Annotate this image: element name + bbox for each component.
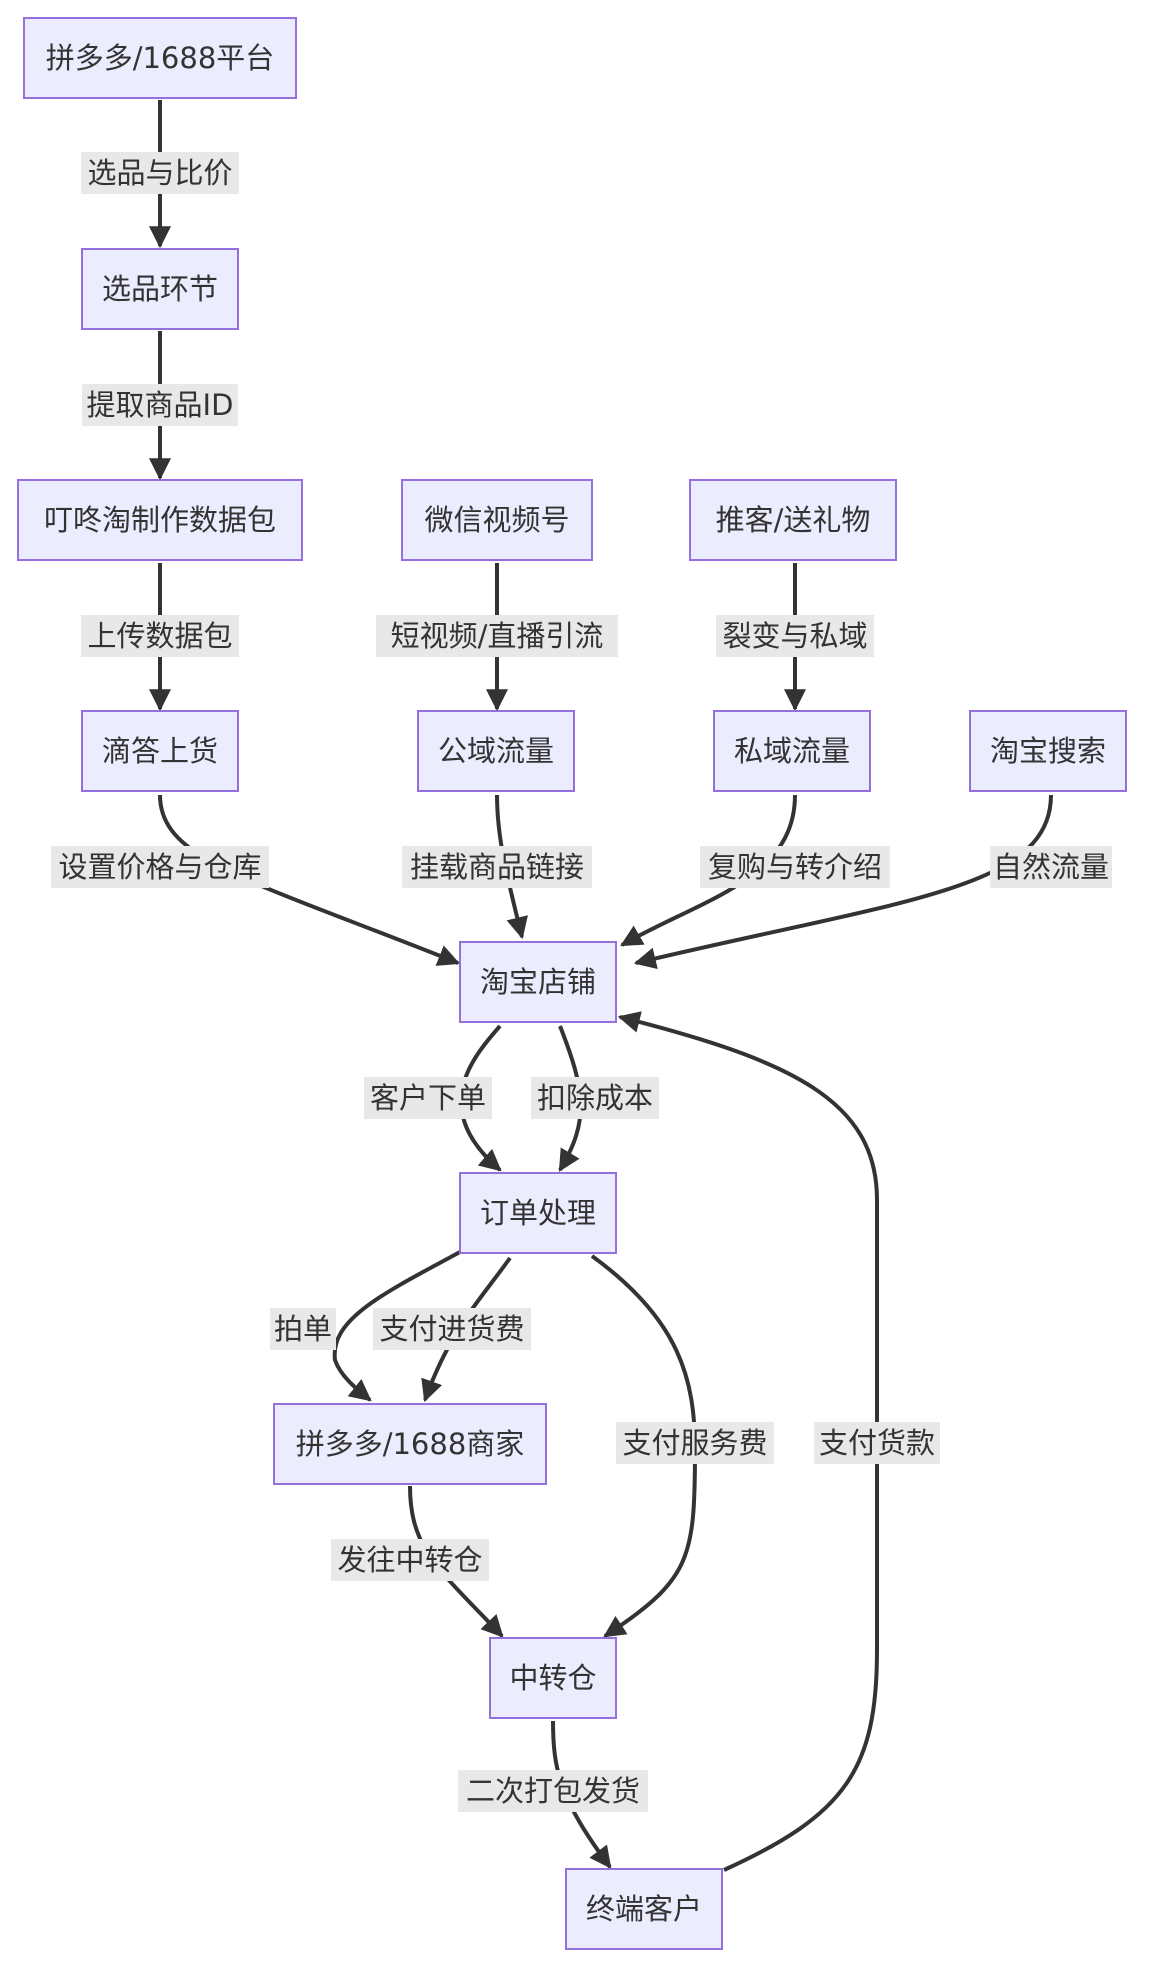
svg-text:挂载商品链接: 挂载商品链接: [410, 850, 584, 884]
svg-text:终端客户: 终端客户: [586, 1892, 702, 1926]
edge-order-to-supplier-place: [332, 1250, 461, 1402]
edge-search-to-store: [633, 794, 1053, 970]
svg-text:选品与比价: 选品与比价: [87, 156, 232, 190]
svg-text:自然流量: 自然流量: [993, 850, 1109, 884]
svg-text:支付服务费: 支付服务费: [622, 1426, 767, 1460]
node-didaa-listing: 滴答上货: [81, 710, 239, 792]
svg-text:上传数据包: 上传数据包: [87, 619, 232, 653]
edge-label-customer-order: 客户下单: [364, 1077, 492, 1119]
edge-customer-to-store-payment: [617, 1011, 879, 1872]
svg-text:叮咚淘制作数据包: 叮咚淘制作数据包: [44, 503, 276, 537]
edge-label-natural-traffic: 自然流量: [990, 846, 1112, 888]
node-dingdongtao: 叮咚淘制作数据包: [17, 479, 303, 561]
edge-label-pay-goods: 支付货款: [814, 1422, 940, 1464]
node-referral-gift: 推客/送礼物: [689, 479, 897, 561]
edge-label-ship-transit: 发往中转仓: [331, 1539, 489, 1581]
svg-text:滴答上货: 滴答上货: [102, 734, 218, 768]
node-order-processing: 订单处理: [459, 1172, 617, 1254]
svg-text:淘宝店铺: 淘宝店铺: [480, 965, 596, 999]
edge-label-upload-package: 上传数据包: [81, 615, 239, 657]
svg-text:拍单: 拍单: [274, 1312, 332, 1346]
node-taobao-search: 淘宝搜索: [969, 710, 1127, 792]
edge-label-repack-ship: 二次打包发货: [458, 1770, 648, 1812]
svg-text:提取商品ID: 提取商品ID: [87, 388, 234, 422]
svg-text:推客/送礼物: 推客/送礼物: [716, 503, 871, 537]
svg-text:短视频/直播引流: 短视频/直播引流: [391, 619, 604, 653]
edge-label-fission-private: 裂变与私域: [716, 615, 874, 657]
svg-text:复购与转介绍: 复购与转介绍: [708, 850, 882, 884]
svg-text:中转仓: 中转仓: [509, 1661, 596, 1695]
svg-text:支付货款: 支付货款: [819, 1426, 935, 1460]
svg-text:支付进货费: 支付进货费: [379, 1312, 524, 1346]
svg-text:发往中转仓: 发往中转仓: [337, 1543, 482, 1577]
node-transit-warehouse: 中转仓: [489, 1637, 617, 1719]
node-private-traffic: 私域流量: [713, 710, 871, 792]
node-supplier: 拼多多/1688商家: [273, 1403, 547, 1485]
node-end-customer: 终端客户: [565, 1868, 723, 1950]
svg-text:拼多多/1688商家: 拼多多/1688商家: [296, 1427, 525, 1461]
svg-text:订单处理: 订单处理: [480, 1196, 596, 1230]
svg-text:裂变与私域: 裂变与私域: [722, 619, 867, 653]
edge-label-repurchase-referral: 复购与转介绍: [700, 846, 890, 888]
edge-label-mount-link: 挂载商品链接: [402, 846, 592, 888]
edge-label-place-order: 拍单: [270, 1308, 336, 1350]
svg-text:微信视频号: 微信视频号: [424, 503, 569, 537]
edge-label-select-compare: 选品与比价: [81, 152, 239, 194]
edge-label-deduct-cost: 扣除成本: [531, 1077, 659, 1119]
svg-text:设置价格与仓库: 设置价格与仓库: [58, 850, 261, 884]
node-selection: 选品环节: [81, 248, 239, 330]
edge-label-short-video-live: 短视频/直播引流: [376, 615, 618, 657]
node-taobao-store: 淘宝店铺: [459, 941, 617, 1023]
node-wechat-video: 微信视频号: [401, 479, 593, 561]
edge-label-set-price-warehouse: 设置价格与仓库: [51, 846, 269, 888]
node-public-traffic: 公域流量: [417, 710, 575, 792]
svg-text:扣除成本: 扣除成本: [537, 1081, 653, 1115]
svg-text:淘宝搜索: 淘宝搜索: [990, 734, 1106, 768]
edge-label-pay-purchase: 支付进货费: [373, 1308, 531, 1350]
node-platform: 拼多多/1688平台: [23, 17, 297, 99]
svg-text:拼多多/1688平台: 拼多多/1688平台: [46, 41, 275, 75]
edge-label-extract-id: 提取商品ID: [82, 384, 238, 426]
edge-label-pay-service: 支付服务费: [616, 1422, 774, 1464]
svg-text:私域流量: 私域流量: [734, 734, 850, 768]
svg-text:客户下单: 客户下单: [370, 1081, 486, 1115]
svg-text:选品环节: 选品环节: [102, 272, 218, 306]
svg-text:公域流量: 公域流量: [438, 734, 554, 768]
svg-text:二次打包发货: 二次打包发货: [466, 1774, 640, 1808]
